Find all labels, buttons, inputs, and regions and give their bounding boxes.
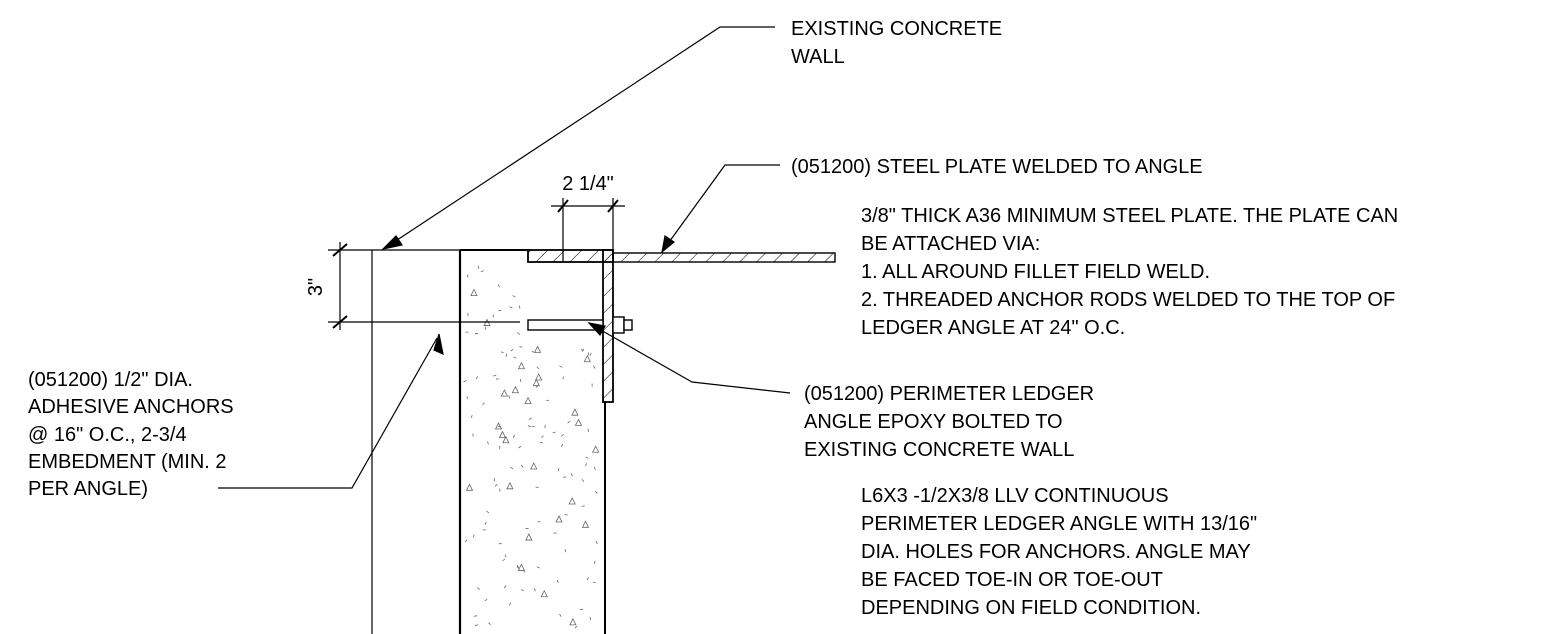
dimension-vertical-label: 3" bbox=[305, 278, 327, 296]
dimension-vertical bbox=[328, 242, 520, 330]
adhesive-anchor bbox=[527, 316, 633, 334]
note-line: BE ATTACHED VIA: bbox=[861, 233, 1040, 255]
note-line: (051200) PERIMETER LEDGER bbox=[804, 383, 1094, 405]
note-adhesive-anchors: (051200) 1/2" DIA. ADHESIVE ANCHORS @ 16… bbox=[28, 369, 234, 500]
note-line: 1. ALL AROUND FILLET FIELD WELD. bbox=[861, 261, 1210, 283]
note-line: (051200) 1/2" DIA. bbox=[28, 369, 193, 391]
note-steel-plate-description: 3/8" THICK A36 MINIMUM STEEL PLATE. THE … bbox=[861, 205, 1398, 339]
note-line: PER ANGLE) bbox=[28, 478, 148, 500]
leader-lines bbox=[218, 26, 791, 489]
note-line: EXISTING CONCRETE WALL bbox=[804, 439, 1074, 461]
dimension-horizontal bbox=[551, 198, 625, 262]
note-perimeter-ledger: (051200) PERIMETER LEDGER ANGLE EPOXY BO… bbox=[804, 383, 1094, 461]
note-line: DIA. HOLES FOR ANCHORS. ANGLE MAY bbox=[861, 541, 1251, 563]
note-line: PERIMETER LEDGER ANGLE WITH 13/16" bbox=[861, 513, 1257, 535]
dimension-horizontal-label: 2 1/4" bbox=[562, 173, 614, 195]
note-line: DEPENDING ON FIELD CONDITION. bbox=[861, 597, 1201, 619]
note-existing-wall-line: WALL bbox=[791, 46, 845, 68]
note-existing-wall: EXISTING CONCRETE WALL bbox=[791, 18, 1002, 68]
note-line: 2. THREADED ANCHOR RODS WELDED TO THE TO… bbox=[861, 289, 1395, 311]
note-line: EMBEDMENT (MIN. 2 bbox=[28, 451, 227, 473]
note-line: ADHESIVE ANCHORS bbox=[28, 396, 234, 418]
note-line: L6X3 -1/2X3/8 LLV CONTINUOUS bbox=[861, 485, 1169, 507]
existing-wall-outline bbox=[371, 249, 460, 634]
steel-plate bbox=[612, 252, 836, 263]
note-angle-description: L6X3 -1/2X3/8 LLV CONTINUOUS PERIMETER L… bbox=[861, 485, 1257, 619]
note-line: BE FACED TOE-IN OR TOE-OUT bbox=[861, 569, 1163, 591]
note-line: 3/8" THICK A36 MINIMUM STEEL PLATE. THE … bbox=[861, 205, 1398, 227]
note-line: @ 16" O.C., 2-3/4 bbox=[28, 424, 187, 446]
note-line: LEDGER ANGLE AT 24" O.C. bbox=[861, 317, 1125, 339]
note-existing-wall-line: EXISTING CONCRETE bbox=[791, 18, 1002, 40]
concrete-wall-section bbox=[458, 249, 606, 634]
note-line: ANGLE EPOXY BOLTED TO bbox=[804, 411, 1063, 433]
note-steel-plate-title: (051200) STEEL PLATE WELDED TO ANGLE bbox=[791, 156, 1203, 178]
